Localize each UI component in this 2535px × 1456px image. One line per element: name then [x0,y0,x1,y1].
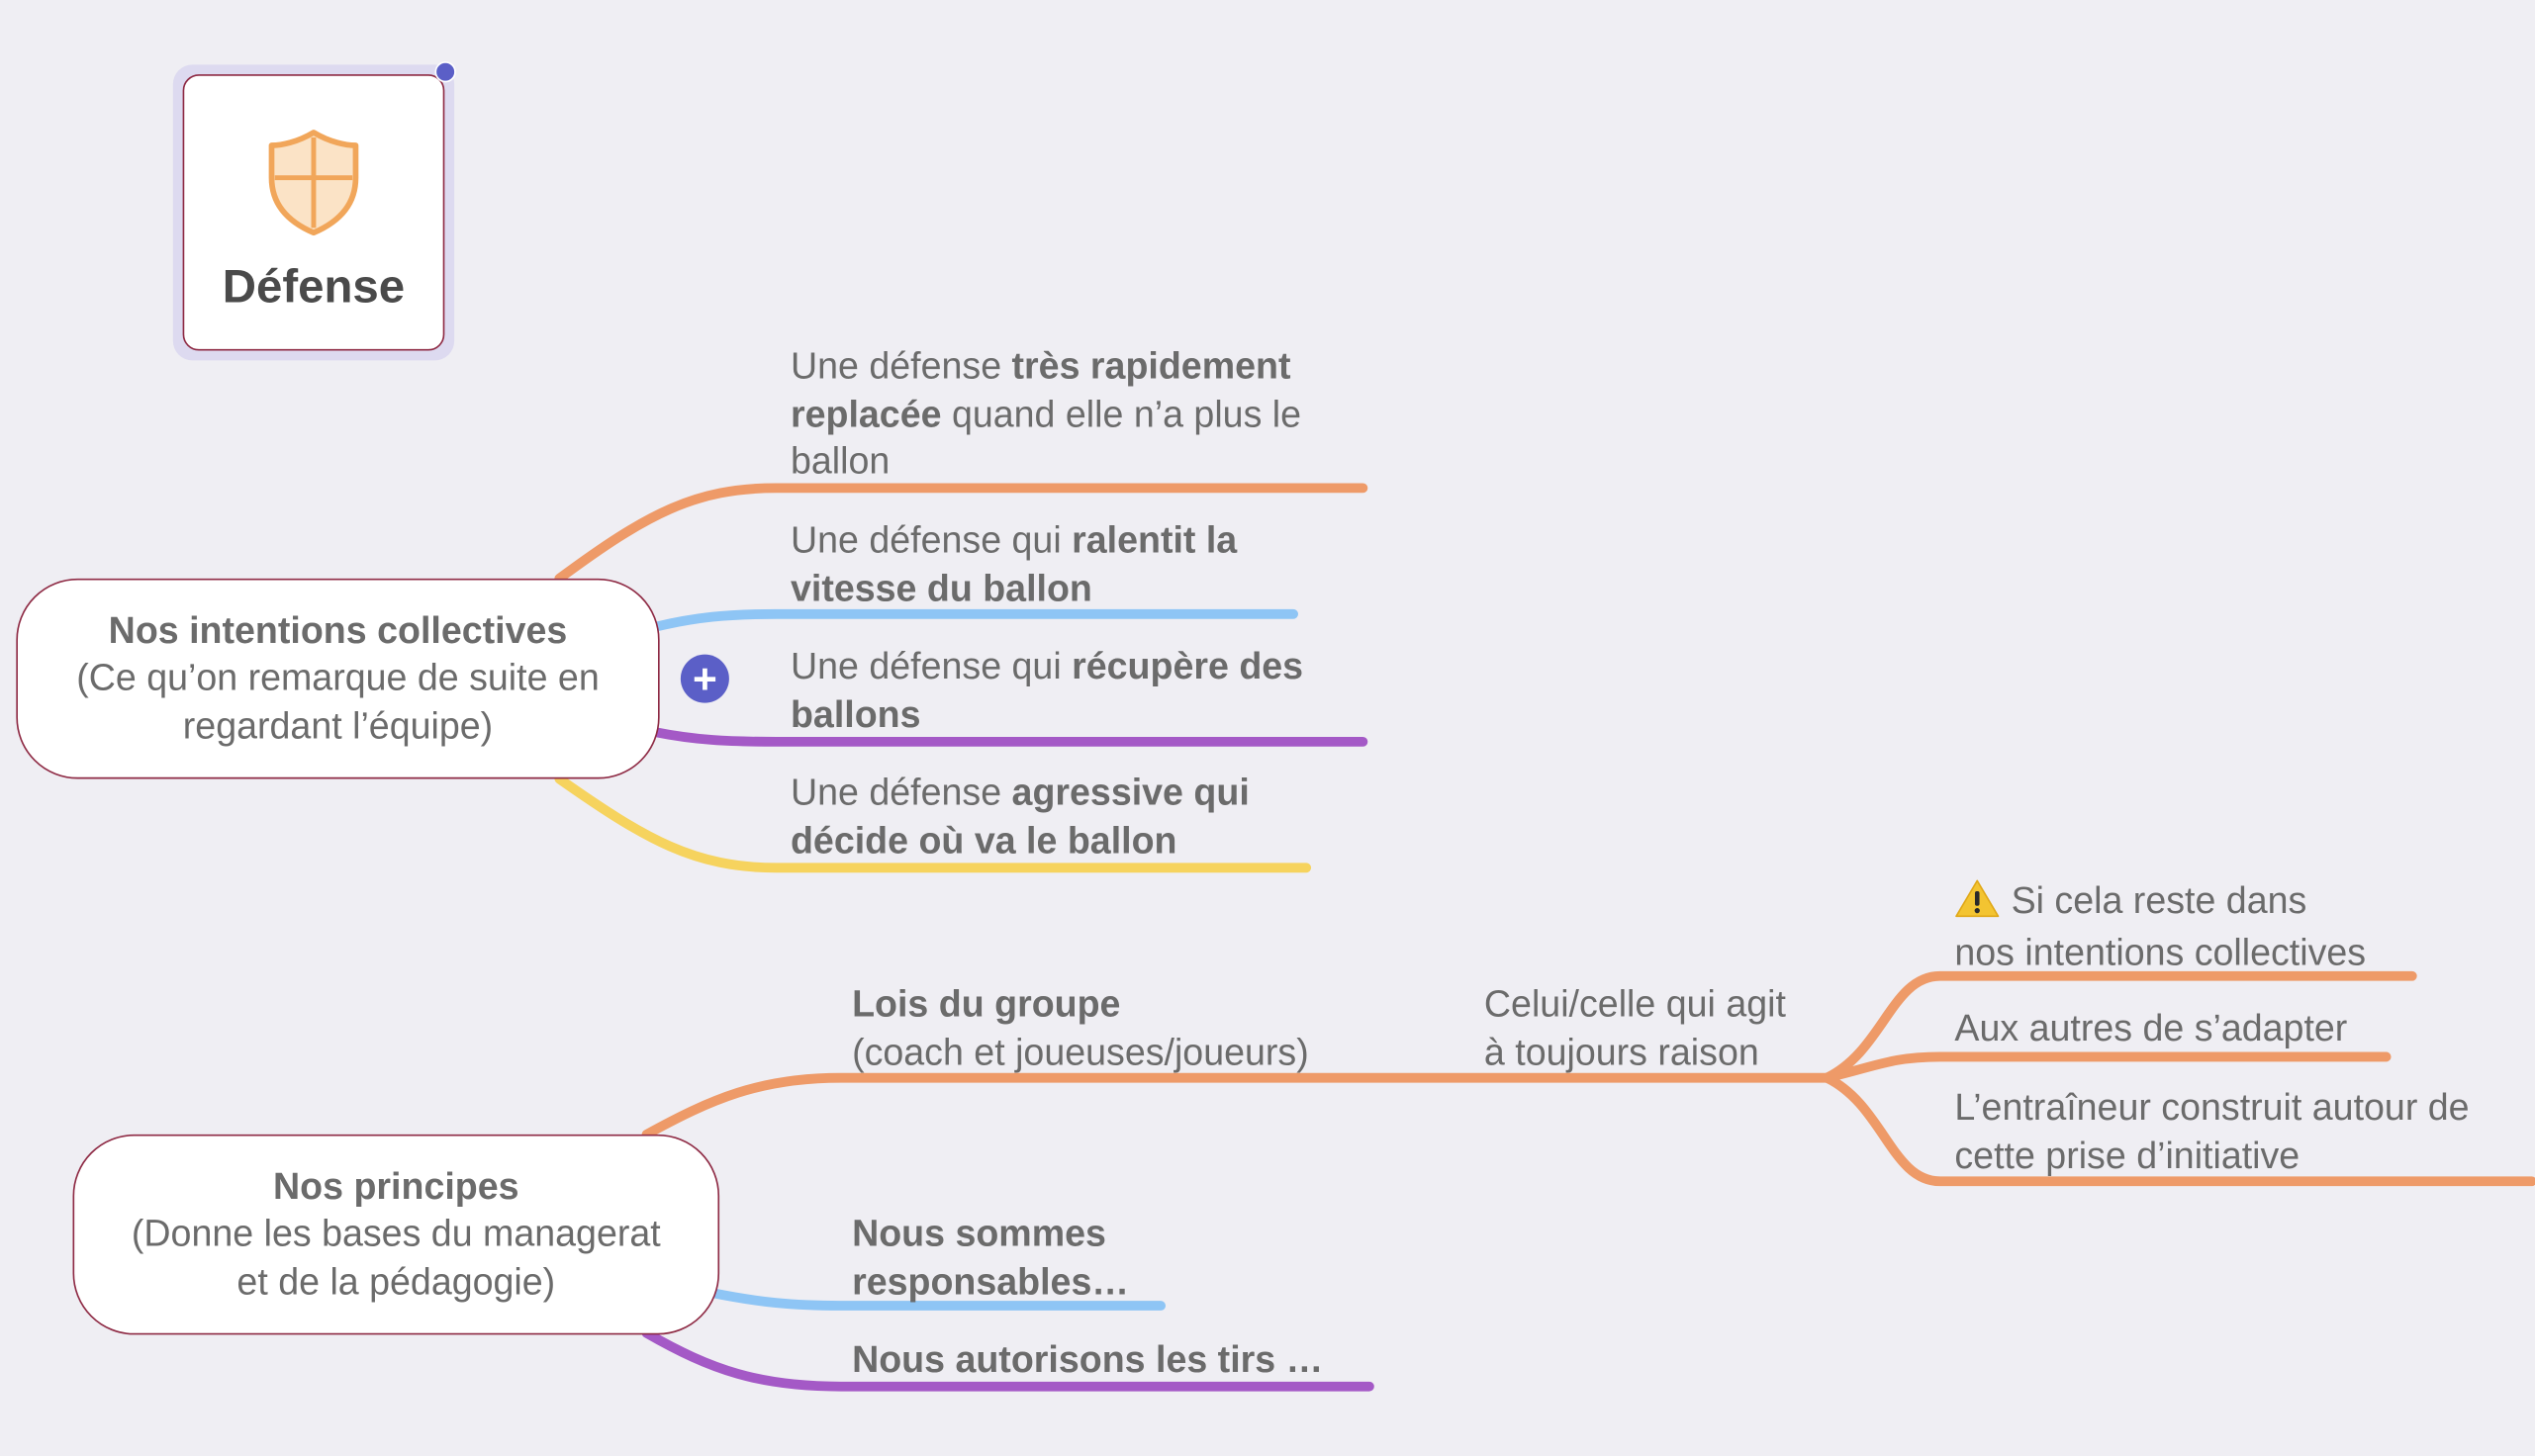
connector-sub-3 [1822,1072,2535,1187]
intention-3[interactable]: Une défense qui récupère des ballons [790,644,1304,735]
connector-intention-2 [649,608,1299,632]
intentions-subtitle-line2: regardant l’équipe) [182,703,494,747]
root-title: Défense [222,261,406,314]
connector-sub-1 [1822,970,2417,1083]
connector-tirs [641,1327,1374,1392]
intentions-title: Nos intentions collectives [108,608,568,651]
connector-lois [641,1072,1832,1139]
sub-topic-intentions[interactable]: Si cela reste dans nos intentions collec… [1954,878,2367,973]
expand-plus-icon[interactable]: + [680,654,729,703]
sub-topic-entraineur[interactable]: L’entraîneur construit autour de cette p… [1954,1085,2470,1176]
intention-2[interactable]: Une défense qui ralentit la vitesse du b… [790,518,1238,609]
selection-handle[interactable] [434,61,456,83]
intention-1[interactable]: Une défense très rapidement replacée qua… [790,343,1302,482]
principes-title: Nos principes [273,1164,519,1207]
lois-du-groupe[interactable]: Lois du groupe (coach et joueuses/joueur… [852,982,1309,1072]
nous-sommes-responsables[interactable]: Nous sommes responsables… [852,1212,1129,1302]
nous-autorisons-les-tirs[interactable]: Nous autorisons les tirs … [852,1337,1324,1381]
warning-icon [1955,879,2000,918]
connector-sub-2 [1822,1051,2392,1083]
intentions-node[interactable]: Nos intentions collectives (Ce qu’on rem… [16,578,660,779]
connector-intention-3 [649,727,1368,747]
principes-node[interactable]: Nos principes (Donne les bases du manage… [72,1134,720,1335]
sub-topic-adapter[interactable]: Aux autres de s’adapter [1954,1006,2348,1049]
intention-4[interactable]: Une défense agressive qui décide où va l… [790,771,1250,861]
connector-intention-4 [554,774,1312,873]
intentions-subtitle-line1: (Ce qu’on remarque de suite en [76,656,600,699]
principes-subtitle-line1: (Donne les bases du managerat [131,1212,661,1255]
principes-subtitle-line2: et de la pédagogie) [236,1259,556,1303]
shield-icon [268,130,359,236]
connector-intention-1 [554,483,1368,584]
celui-celle-qui-agit[interactable]: Celui/celle qui agit à toujours raison [1483,982,1786,1072]
connector-responsables [706,1288,1167,1311]
